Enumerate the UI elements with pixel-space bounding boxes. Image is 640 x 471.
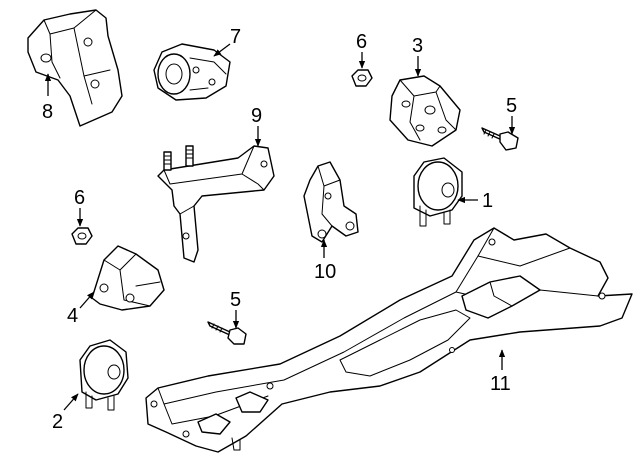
part-5-bolt-right: [481, 127, 519, 151]
part-2-mount: [79, 339, 129, 411]
part-11-frame: [145, 227, 633, 453]
part-8-bracket: [27, 9, 123, 127]
callout-5-right: 5: [506, 95, 517, 117]
part-3-mount: [389, 75, 461, 147]
callout-5-lower: 5: [230, 289, 241, 311]
part-4-mount: [91, 245, 165, 311]
part-6-nut-left: [71, 227, 93, 245]
callout-6-top: 6: [356, 31, 367, 53]
callout-8: 8: [42, 101, 53, 123]
leader-2: [63, 393, 79, 411]
callout-10: 10: [314, 261, 336, 283]
part-10-bracket: [303, 161, 359, 243]
part-1-mount: [413, 157, 463, 227]
part-9-bracket: [157, 145, 275, 263]
part-5-bolt-lower: [207, 321, 247, 345]
callout-6-left: 6: [74, 187, 85, 209]
callout-3: 3: [412, 35, 423, 57]
callout-2: 2: [52, 411, 63, 433]
callout-9: 9: [251, 105, 262, 127]
leader-7: [213, 43, 231, 57]
callout-1: 1: [482, 190, 493, 212]
part-7-mount: [153, 43, 231, 101]
callout-4: 4: [67, 305, 78, 327]
part-6-nut-top: [351, 69, 373, 87]
callout-11: 11: [490, 373, 511, 395]
leader-lines: [44, 43, 516, 411]
callout-labels: 7 8 6 3 5 9 1 10 6 4 5 2 11: [42, 26, 517, 433]
callout-7: 7: [230, 26, 241, 48]
leader-4: [79, 291, 95, 309]
